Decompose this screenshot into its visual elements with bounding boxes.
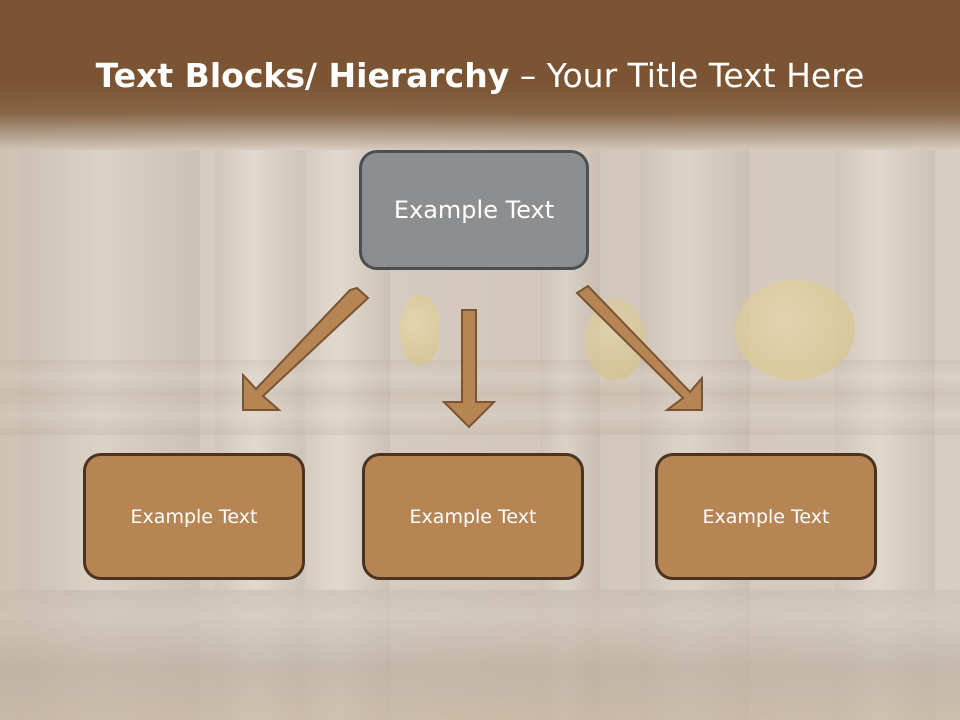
root-box: Example Text <box>359 150 589 270</box>
arrow-center <box>441 309 497 429</box>
title-rest: Your Title Text Here <box>546 56 865 95</box>
root-box-label: Example Text <box>393 196 555 224</box>
arrow-right <box>575 284 703 411</box>
title-dash: – <box>509 56 547 95</box>
arrow-left <box>242 286 370 411</box>
slide-title: Text Blocks/ Hierarchy – Your Title Text… <box>0 56 960 95</box>
child-box-label: Example Text <box>130 505 258 528</box>
child-box-label: Example Text <box>409 505 537 528</box>
child-box-label: Example Text <box>702 505 830 528</box>
title-bold-part: Text Blocks/ Hierarchy <box>95 56 510 95</box>
child-box-left: Example Text <box>83 453 305 580</box>
title-bar: Text Blocks/ Hierarchy – Your Title Text… <box>0 0 960 150</box>
child-box-center: Example Text <box>362 453 584 580</box>
child-box-right: Example Text <box>655 453 877 580</box>
